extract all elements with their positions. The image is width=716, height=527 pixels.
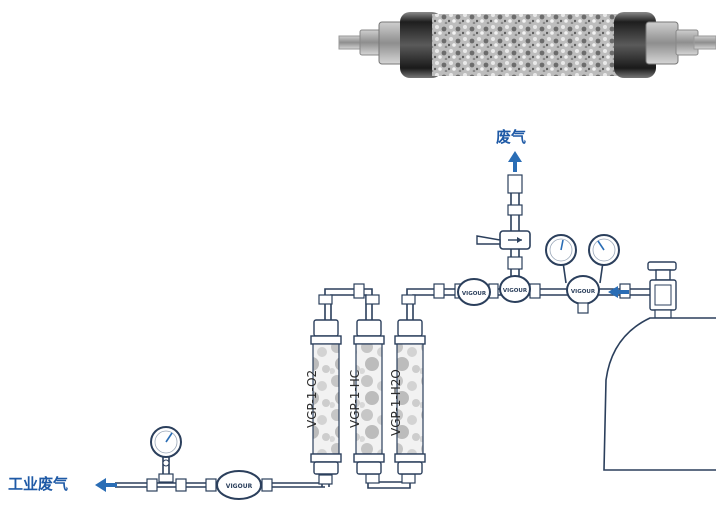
fittings	[147, 175, 630, 491]
flowmeter-icon: VIGOUR	[217, 471, 261, 499]
industrial-exhaust-label: 工业废气	[8, 473, 68, 494]
arrow-up-icon	[508, 151, 522, 172]
purifier-2-model-label: VGP-1-HC	[348, 370, 362, 428]
purifier-3-model-label: VGP-1-H2O	[389, 369, 403, 436]
exhaust-top-label: 废气	[496, 126, 526, 147]
purifier-1-model-label: VGP-1-O2	[305, 370, 319, 428]
pressure-gauge-icon	[589, 235, 619, 265]
flowmeter-brand-label: VIGOUR	[226, 483, 253, 490]
pressure-gauge-icon	[546, 235, 576, 265]
valve-icon	[477, 231, 530, 249]
purifier-cartridge-illustration	[339, 12, 716, 78]
arrow-left-icon	[95, 478, 117, 492]
regulator-brand-label: VIGOUR	[571, 289, 596, 295]
flowmeter-brand-label: VIGOUR	[462, 291, 487, 297]
regulator-brand-label: VIGOUR	[503, 288, 528, 294]
pressure-gauge-icon	[151, 427, 181, 466]
flowmeter-icon: VIGOUR	[458, 279, 490, 305]
pipes	[115, 190, 655, 488]
